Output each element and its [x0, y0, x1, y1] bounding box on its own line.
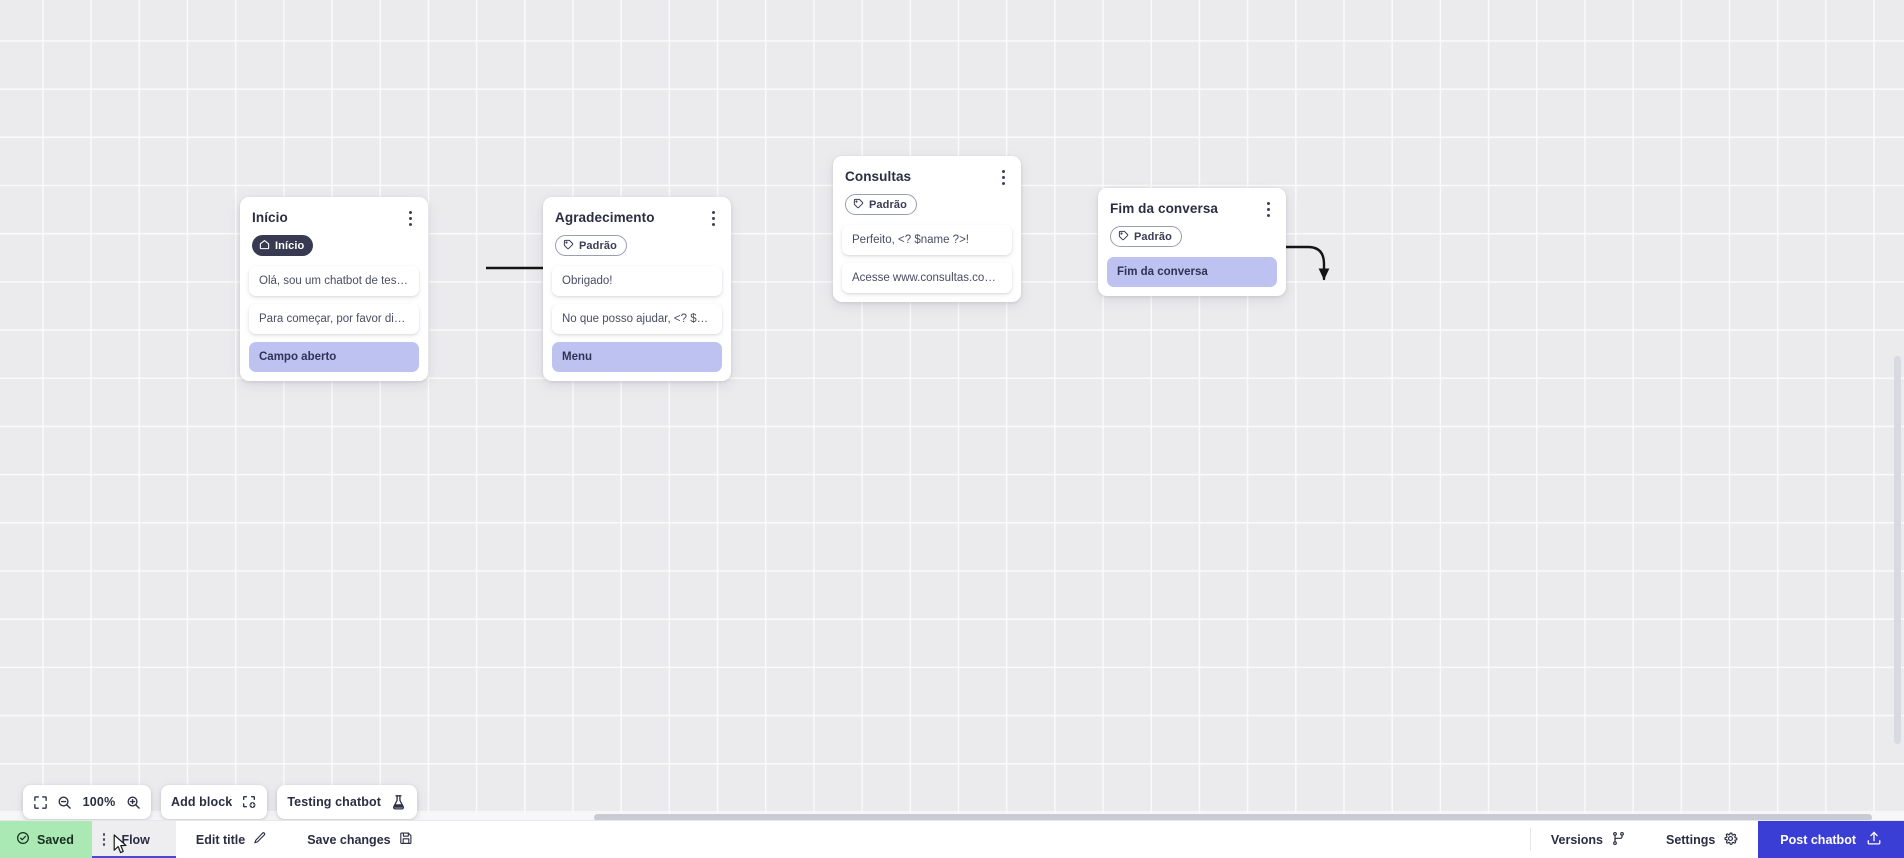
versions-button[interactable]: Versions	[1531, 821, 1646, 858]
node-title: Agradecimento	[555, 210, 655, 225]
testing-chatbot-button[interactable]: Testing chatbot	[277, 785, 417, 819]
node-title: Consultas	[845, 169, 912, 184]
zoom-level-label: 100%	[82, 795, 116, 809]
node-title: Fim da conversa	[1110, 201, 1219, 216]
node-badge-label: Início	[275, 239, 305, 252]
settings-button[interactable]: Settings	[1646, 821, 1758, 858]
flow-node-agradecimento[interactable]: Agradecimento Padrão Obrigado! No que po…	[543, 197, 731, 381]
add-block-icon	[241, 794, 257, 810]
drag-handle-icon[interactable]	[98, 833, 111, 846]
canvas-toolbar: 100% Add block Testing chatbot	[23, 785, 417, 819]
tab-flow-label: Flow	[121, 832, 150, 847]
node-badge-start[interactable]: Início	[252, 235, 314, 256]
node-messages: Olá, sou um chatbot de teste! Para começ…	[240, 266, 428, 372]
pencil-icon	[253, 831, 267, 848]
flow-node-fim-da-conversa[interactable]: Fim da conversa Padrão Fim da conversa	[1098, 188, 1286, 296]
node-badge-default[interactable]: Padrão	[555, 235, 627, 256]
flow-canvas[interactable]: Início Início Olá, sou um chatbot de tes…	[0, 0, 1904, 826]
zoom-out-icon[interactable]	[57, 795, 72, 810]
node-menu-button[interactable]	[705, 208, 721, 228]
node-message[interactable]: Olá, sou um chatbot de teste!	[249, 266, 419, 296]
upload-icon	[1866, 830, 1882, 849]
node-message[interactable]: Para começar, por favor digite o ...	[249, 304, 419, 334]
scrollbar-thumb[interactable]	[594, 814, 1872, 821]
node-messages: Obrigado! No que posso ajudar, <? $name …	[543, 266, 731, 372]
versions-label: Versions	[1550, 832, 1603, 847]
flow-node-consultas[interactable]: Consultas Padrão Perfeito, <? $name ?>! …	[833, 156, 1021, 302]
node-action-chip[interactable]: Fim da conversa	[1107, 257, 1277, 287]
save-changes-button[interactable]: Save changes	[287, 821, 432, 858]
tag-icon	[1118, 230, 1129, 244]
settings-label: Settings	[1665, 832, 1716, 847]
bottom-bar-right: Versions Settings Post ch	[1529, 821, 1904, 858]
node-badge-label: Padrão	[1134, 230, 1172, 243]
node-badge-label: Padrão	[869, 198, 907, 211]
bottom-bar-left: Saved Flow Edit title Save changes	[0, 821, 433, 858]
zoom-controls-group: 100%	[23, 785, 151, 819]
add-block-button[interactable]: Add block	[161, 785, 268, 819]
testing-chatbot-label: Testing chatbot	[287, 795, 381, 809]
node-action-chip[interactable]: Menu	[552, 342, 722, 372]
home-icon	[259, 239, 270, 253]
tab-active-indicator	[91, 855, 176, 858]
node-header: Consultas	[833, 156, 1021, 185]
zoom-in-icon[interactable]	[126, 795, 141, 810]
node-badge-label: Padrão	[579, 239, 617, 252]
check-circle-icon	[16, 831, 30, 848]
tag-icon	[563, 239, 574, 253]
canvas-vertical-scrollbar[interactable]	[1893, 0, 1902, 826]
post-chatbot-label: Post chatbot	[1780, 832, 1856, 847]
tab-flow[interactable]: Flow	[91, 821, 176, 858]
edit-title-label: Edit title	[195, 832, 246, 847]
node-badge-default[interactable]: Padrão	[1110, 226, 1182, 247]
flow-connectors	[486, 243, 1330, 281]
saved-label: Saved	[37, 832, 74, 847]
divider	[1529, 828, 1531, 851]
node-message[interactable]: Perfeito, <? $name ?>!	[842, 225, 1012, 255]
node-badge-row: Início	[240, 226, 428, 266]
node-header: Agradecimento	[543, 197, 731, 226]
edit-title-button[interactable]: Edit title	[176, 821, 287, 858]
gear-icon	[1723, 831, 1738, 849]
node-badge-default[interactable]: Padrão	[845, 194, 917, 215]
node-action-chip[interactable]: Campo aberto	[249, 342, 419, 372]
node-title: Início	[252, 210, 288, 225]
node-badge-row: Padrão	[543, 226, 731, 266]
flask-icon	[390, 794, 407, 811]
post-chatbot-button[interactable]: Post chatbot	[1758, 821, 1904, 858]
flow-node-inicio[interactable]: Início Início Olá, sou um chatbot de tes…	[240, 197, 428, 381]
node-header: Início	[240, 197, 428, 226]
canvas-horizontal-scrollbar[interactable]	[0, 813, 1904, 822]
node-header: Fim da conversa	[1098, 188, 1286, 217]
node-message[interactable]: Obrigado!	[552, 266, 722, 296]
node-menu-button[interactable]	[402, 208, 418, 228]
floppy-disk-icon	[399, 831, 413, 848]
tag-icon	[853, 198, 864, 212]
bottom-action-bar: Saved Flow Edit title Save changes	[0, 820, 1904, 858]
status-badge-saved: Saved	[0, 821, 92, 858]
node-message[interactable]: No que posso ajudar, <? $name ...	[552, 304, 722, 334]
node-message[interactable]: Acesse www.consultas.com par...	[842, 263, 1012, 293]
save-changes-label: Save changes	[307, 832, 391, 847]
branch-icon	[1611, 831, 1626, 849]
fit-screen-icon[interactable]	[33, 795, 48, 810]
add-block-label: Add block	[171, 795, 233, 809]
node-badge-row: Padrão	[833, 185, 1021, 225]
node-menu-button[interactable]	[995, 167, 1011, 187]
node-messages: Fim da conversa	[1098, 257, 1286, 287]
node-badge-row: Padrão	[1098, 217, 1286, 257]
node-messages: Perfeito, <? $name ?>! Acesse www.consul…	[833, 225, 1021, 293]
node-menu-button[interactable]	[1260, 199, 1276, 219]
scrollbar-thumb[interactable]	[1894, 356, 1901, 744]
